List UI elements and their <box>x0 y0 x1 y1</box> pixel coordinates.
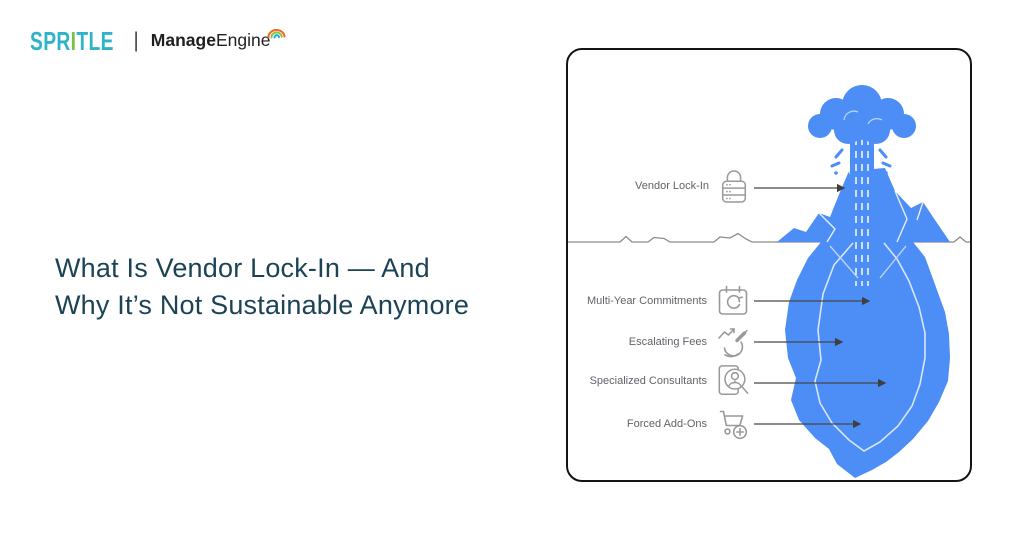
trunk-drill-lines <box>855 138 869 286</box>
cart-plus-icon <box>716 407 750 441</box>
manageengine-word-manage: Manage <box>150 30 216 51</box>
canopy-texture <box>843 110 883 125</box>
tree-canopy <box>808 85 916 144</box>
callout-vendor-lock-in: Vendor Lock-In <box>568 167 750 205</box>
manageengine-word-engine: Engine <box>215 30 271 51</box>
iceberg-illustration <box>568 85 970 478</box>
iceberg-diagram-panel: Vendor Lock-In Multi-Year Commitments <box>566 48 972 482</box>
iceberg-neck-facets <box>829 245 907 279</box>
callout-label: Multi-Year Commitments <box>586 294 707 307</box>
calendar-renewal-icon <box>716 284 750 318</box>
callout-forced-add-ons: Forced Add-Ons <box>568 405 750 443</box>
waterline <box>568 232 970 243</box>
callout-label: Vendor Lock-In <box>635 179 709 192</box>
page-title: What Is Vendor Lock-In — And Why It’s No… <box>55 250 555 324</box>
page-title-line-1: What Is Vendor Lock-In — And <box>55 253 430 283</box>
callout-multi-year-commitments: Multi-Year Commitments <box>568 282 750 320</box>
spritle-letters-1: SPR <box>30 26 71 56</box>
spritle-letters-2: TLE <box>76 26 114 56</box>
callout-label: Escalating Fees <box>628 335 707 348</box>
splash-marks <box>830 148 892 175</box>
callout-escalating-fees: Escalating Fees <box>568 323 750 361</box>
connector-arrows <box>754 183 887 429</box>
callout-label: Specialized Consultants <box>589 374 707 387</box>
spritle-logo: SPRITLE <box>30 28 114 54</box>
iceberg-inner-contour <box>814 242 926 452</box>
manageengine-swirl-icon <box>267 29 286 39</box>
page-title-line-2: Why It’s Not Sustainable Anymore <box>55 290 470 320</box>
escalating-fees-icon <box>716 324 750 360</box>
spritle-letter-accent: I <box>70 26 77 56</box>
consultant-magnifier-icon <box>716 361 750 401</box>
iceberg-peak-facets <box>818 170 924 243</box>
lock-server-icon <box>718 166 750 206</box>
iceberg-peak <box>777 168 950 242</box>
callout-specialized-consultants: Specialized Consultants <box>568 362 750 400</box>
brand-divider: | <box>133 29 139 52</box>
callout-label: Forced Add-Ons <box>626 417 707 430</box>
